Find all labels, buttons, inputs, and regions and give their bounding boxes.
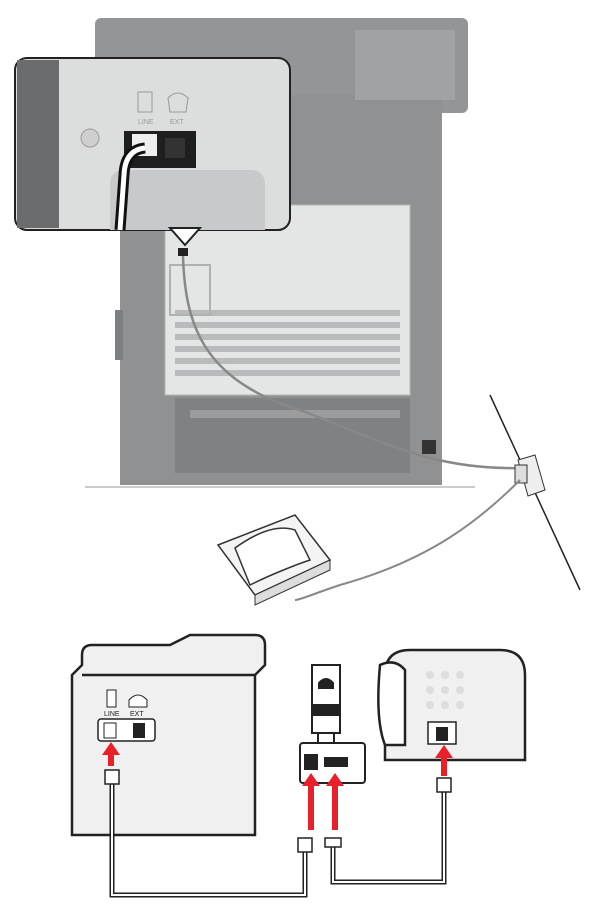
phone-icon bbox=[167, 92, 189, 113]
inset-ext-label: EXT bbox=[170, 119, 184, 126]
rj11-plug bbox=[324, 837, 342, 848]
wall-jack bbox=[514, 454, 546, 497]
port-closeup-inset: LINE EXT bbox=[14, 57, 291, 247]
schematic-line-label: LINE bbox=[104, 711, 120, 718]
screw-icon bbox=[80, 128, 100, 148]
schematic-ext-label: EXT bbox=[130, 711, 144, 718]
inset-line-label: LINE bbox=[138, 119, 154, 126]
line-splitter bbox=[299, 664, 366, 784]
rj11-plug bbox=[297, 837, 313, 853]
phone-cable bbox=[294, 479, 521, 601]
phone-icon bbox=[128, 694, 148, 708]
printer-rear-view bbox=[85, 18, 475, 488]
schematic-telephone bbox=[377, 648, 527, 762]
rj11-plug bbox=[436, 777, 452, 793]
telephone bbox=[216, 514, 332, 606]
line-jack-icon bbox=[137, 91, 153, 113]
phone-cable bbox=[181, 255, 521, 470]
line-port bbox=[178, 248, 188, 256]
insert-arrows bbox=[102, 742, 453, 830]
rj11-plug bbox=[104, 769, 120, 785]
schematic-fax bbox=[70, 633, 267, 837]
ext-port bbox=[133, 723, 145, 738]
line-jack-icon bbox=[106, 689, 117, 708]
line-port bbox=[103, 722, 117, 739]
